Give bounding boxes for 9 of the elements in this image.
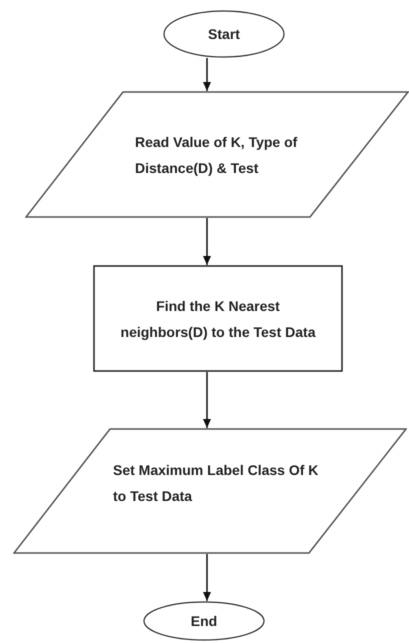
node-label: Read Value of K, Type of Distance(D) & Test [135, 132, 298, 178]
arrow [203, 58, 211, 91]
node-label: Find the K Nearest neighbors(D) to the Test Data [120, 296, 317, 342]
arrow [203, 554, 211, 601]
arrow [203, 372, 211, 428]
node-label: Start [208, 25, 240, 44]
node-label: End [190, 612, 218, 631]
arrow [203, 218, 211, 265]
node-label: Set Maximum Label Class Of K to Test Data [113, 461, 320, 506]
